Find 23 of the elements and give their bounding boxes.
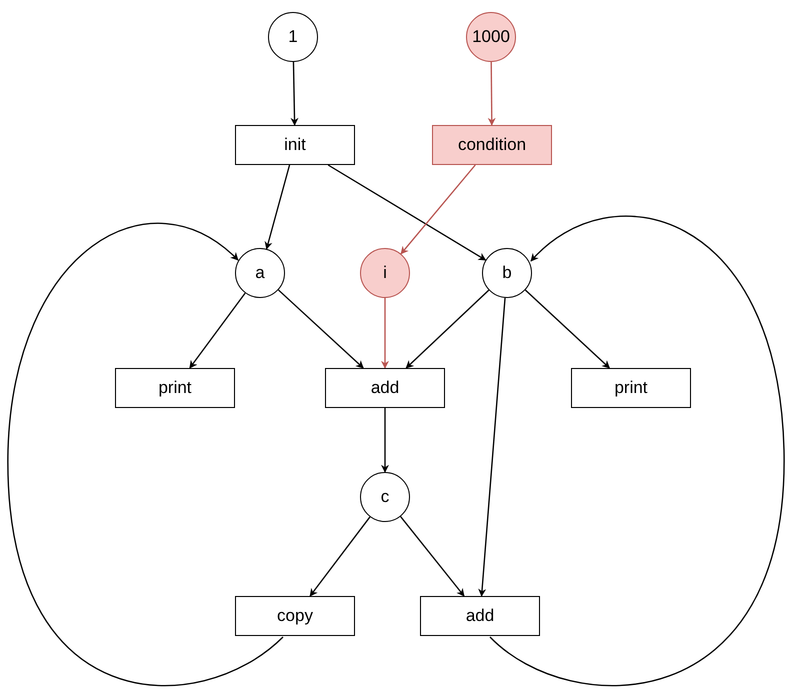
transition-box: add [420,596,540,636]
transition-box: print [115,368,235,408]
arrow [278,289,364,369]
transition-box: print [571,368,691,408]
arrow [264,164,290,250]
arrow [478,298,506,597]
arrow [400,164,476,254]
arrow [406,290,490,369]
transition-box: init [235,125,355,165]
arrow [310,516,370,597]
arrow [189,292,246,369]
arrow [524,290,610,369]
arrow [490,216,785,686]
transition-box: condition [432,125,552,165]
arrow [7,223,284,686]
arrow [328,164,486,261]
arrow [381,298,389,369]
transition-box: add [325,368,445,408]
arrow [381,408,389,473]
arrow [400,516,465,597]
arrow [290,62,298,126]
arrow [488,62,496,126]
transition-box: copy [235,596,355,636]
